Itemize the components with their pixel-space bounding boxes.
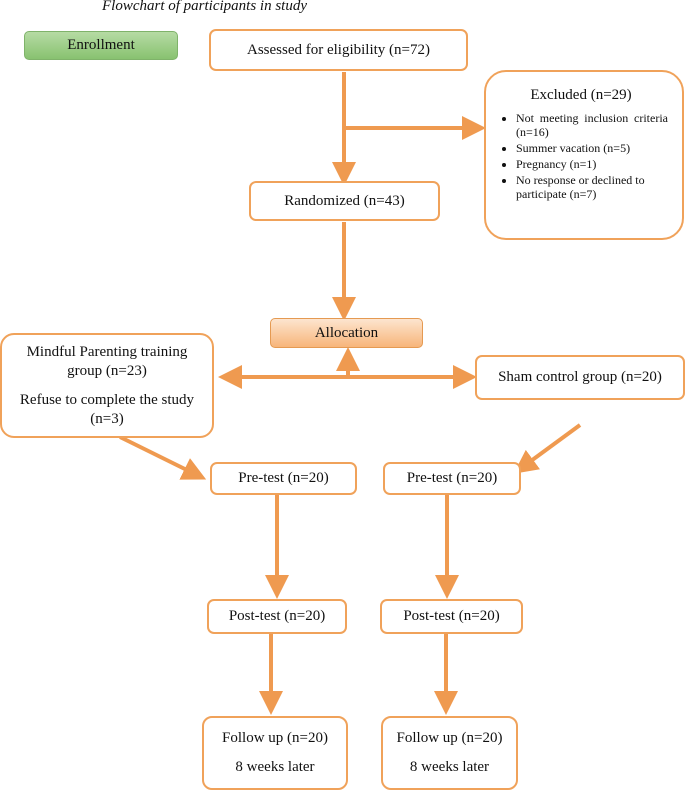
right-posttest-text: Post-test (n=20)	[403, 608, 500, 624]
randomized-box: Randomized (n=43)	[249, 181, 440, 221]
enrollment-label: Enrollment	[24, 31, 178, 60]
arrow-right-group-to-pretest	[513, 423, 582, 474]
intervention-group-text: Mindful Parenting training group (n=23)	[26, 343, 188, 379]
excluded-item: Not meeting inclusion criteria (n=16)	[516, 111, 668, 139]
right-pretest-box: Pre-test (n=20)	[383, 462, 521, 495]
left-pretest-box: Pre-test (n=20)	[210, 462, 357, 495]
right-pretest-text: Pre-test (n=20)	[406, 470, 498, 486]
assessed-box: Assessed for eligibility (n=72)	[209, 29, 468, 71]
right-posttest-box: Post-test (n=20)	[380, 599, 523, 634]
refused-text: Refuse to complete the study (n=3)	[19, 391, 195, 427]
allocation-label: Allocation	[270, 318, 423, 348]
control-group-box: Sham control group (n=20)	[475, 355, 685, 400]
excluded-box: Excluded (n=29) Not meeting inclusion cr…	[484, 70, 684, 240]
left-posttest-box: Post-test (n=20)	[207, 599, 347, 634]
randomized-text: Randomized (n=43)	[284, 192, 405, 209]
control-group-text: Sham control group (n=20)	[498, 369, 662, 385]
excluded-title: Excluded (n=29)	[530, 87, 632, 103]
assessed-text: Assessed for eligibility (n=72)	[246, 41, 431, 58]
right-followup-box: Follow up (n=20) 8 weeks later	[381, 716, 518, 790]
excluded-list: Not meeting inclusion criteria (n=16) Su…	[494, 111, 668, 203]
left-followup-box: Follow up (n=20) 8 weeks later	[202, 716, 348, 790]
right-followup-text: Follow up (n=20)	[396, 730, 503, 746]
right-followup-sub: 8 weeks later	[409, 759, 490, 775]
excluded-item: No response or declined to participate (…	[516, 173, 668, 201]
left-posttest-text: Post-test (n=20)	[228, 608, 326, 624]
excluded-item: Pregnancy (n=1)	[516, 157, 668, 171]
left-followup-text: Follow up (n=20)	[222, 730, 328, 746]
figure-caption: Flowchart of participants in study	[102, 0, 307, 14]
arrow-left-group-to-pretest	[119, 435, 207, 480]
left-followup-sub: 8 weeks later	[235, 759, 315, 775]
left-pretest-text: Pre-test (n=20)	[238, 470, 329, 486]
excluded-item: Summer vacation (n=5)	[516, 141, 668, 155]
intervention-group-box: Mindful Parenting training group (n=23) …	[0, 333, 214, 438]
